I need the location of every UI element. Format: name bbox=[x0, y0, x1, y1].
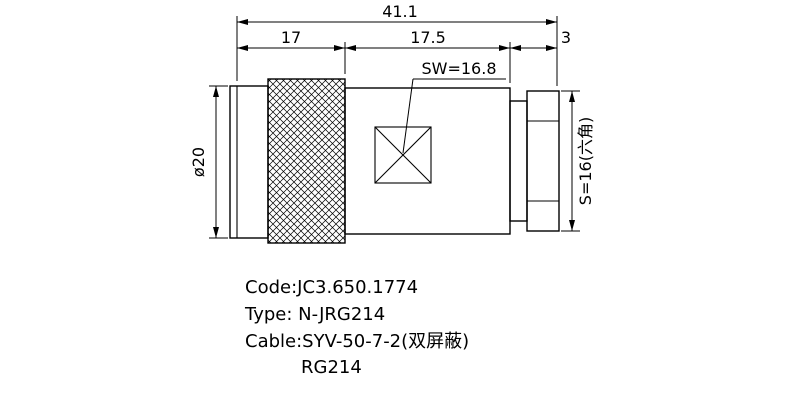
connector-outline bbox=[229, 78, 560, 244]
coupling-flange bbox=[229, 85, 269, 239]
knurled-grip bbox=[267, 78, 346, 244]
dimensions: 41.1 17 17.5 3 SW=16.8 ø20 S=16(六角) bbox=[189, 2, 595, 239]
note-cable-alt: RG214 bbox=[301, 357, 362, 378]
square-diagonal-2 bbox=[374, 126, 432, 184]
wrench-flat-square bbox=[374, 126, 432, 184]
connector-body bbox=[344, 87, 511, 235]
hex-size-label: S=16(六角) bbox=[576, 117, 595, 205]
body-length-label: 17.5 bbox=[410, 28, 446, 47]
diameter-label: ø20 bbox=[189, 147, 208, 177]
note-code: Code:JC3.650.1774 bbox=[245, 277, 418, 298]
wrench-size-label: SW=16.8 bbox=[421, 59, 496, 78]
wrench-size-leader-line bbox=[402, 78, 414, 154]
note-type: Type: N-JRG214 bbox=[244, 304, 385, 325]
overall-length-label: 41.1 bbox=[382, 2, 418, 21]
spec-notes: Code:JC3.650.1774 Type: N-JRG214 Cable:S… bbox=[244, 277, 469, 378]
neck-step bbox=[509, 100, 528, 222]
note-cable: Cable:SYV-50-7-2(双屏蔽) bbox=[245, 331, 469, 352]
neck-length-label: 3 bbox=[561, 28, 571, 47]
hex-nut bbox=[526, 90, 560, 232]
knurl-length-label: 17 bbox=[281, 28, 301, 47]
